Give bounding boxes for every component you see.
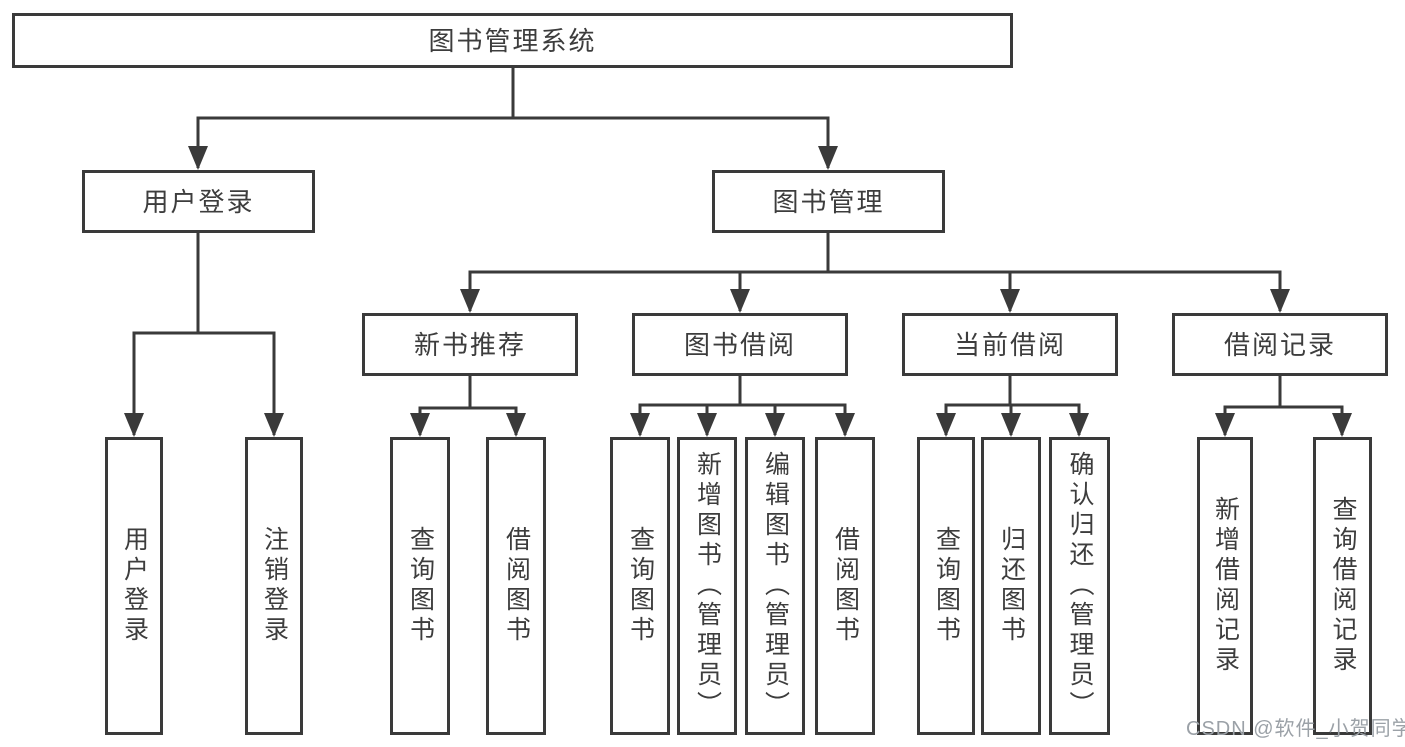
node-label: 图书借阅	[683, 329, 796, 360]
leaf-query-borrow-record: 查询借阅记录	[1313, 437, 1372, 735]
connector-book-management-to-level3	[460, 233, 1290, 313]
leaf-add-books-admin: 新增图书（管理员）	[677, 437, 737, 735]
node-label: 新书推荐	[413, 329, 526, 360]
leaf-logout: 注销登录	[245, 437, 303, 735]
node-label: 当前借阅	[953, 329, 1066, 360]
leaf-query-books-1: 查询图书	[390, 437, 450, 735]
node-label: 编辑图书（管理员）	[761, 451, 790, 721]
node-label: 借阅图书	[502, 526, 531, 646]
node-book-management: 图书管理	[712, 170, 945, 233]
node-label: 归还图书	[997, 526, 1026, 646]
node-label: 查询图书	[406, 526, 435, 646]
node-label: 查询借阅记录	[1329, 496, 1357, 676]
node-label: 图书管理	[772, 186, 885, 217]
node-label: 确认归还（管理员）	[1066, 451, 1094, 721]
node-book-borrow: 图书借阅	[632, 313, 848, 376]
node-label: 注销登录	[260, 526, 289, 646]
node-label: 借阅图书	[831, 526, 860, 646]
node-label: 新增图书（管理员）	[693, 451, 722, 721]
leaf-return-books: 归还图书	[981, 437, 1041, 735]
leaf-confirm-return-admin: 确认归还（管理员）	[1049, 437, 1110, 735]
node-root-library-management-system: 图书管理系统	[12, 13, 1013, 68]
connector-new-book-to-leaves	[410, 376, 526, 437]
connector-current-borrow-to-leaves	[936, 376, 1089, 437]
node-label: 查询图书	[932, 526, 961, 646]
csdn-watermark: CSDN @软件_小贺同学	[1186, 718, 1405, 740]
node-label: 查询图书	[626, 526, 655, 646]
node-label: 用户登录	[120, 526, 149, 646]
connector-root-to-level2	[188, 68, 838, 170]
node-new-book-recommend: 新书推荐	[362, 313, 578, 376]
node-label: 新增借阅记录	[1211, 496, 1240, 676]
leaf-add-borrow-record: 新增借阅记录	[1197, 437, 1253, 735]
node-user-login: 用户登录	[82, 170, 315, 233]
leaf-edit-books-admin: 编辑图书（管理员）	[745, 437, 805, 735]
node-label: 图书管理系统	[428, 25, 597, 56]
leaf-borrow-books-1: 借阅图书	[486, 437, 546, 735]
connector-user-login-to-leaves	[124, 233, 284, 437]
connector-book-borrow-to-leaves	[630, 376, 855, 437]
leaf-query-books-3: 查询图书	[917, 437, 975, 735]
leaf-user-login: 用户登录	[105, 437, 163, 735]
connector-borrow-records-to-leaves	[1215, 376, 1352, 437]
node-current-borrow: 当前借阅	[902, 313, 1118, 376]
node-borrow-records: 借阅记录	[1172, 313, 1388, 376]
node-label: 用户登录	[142, 186, 255, 217]
leaf-borrow-books-2: 借阅图书	[815, 437, 875, 735]
leaf-query-books-2: 查询图书	[610, 437, 670, 735]
node-label: 借阅记录	[1223, 329, 1336, 360]
